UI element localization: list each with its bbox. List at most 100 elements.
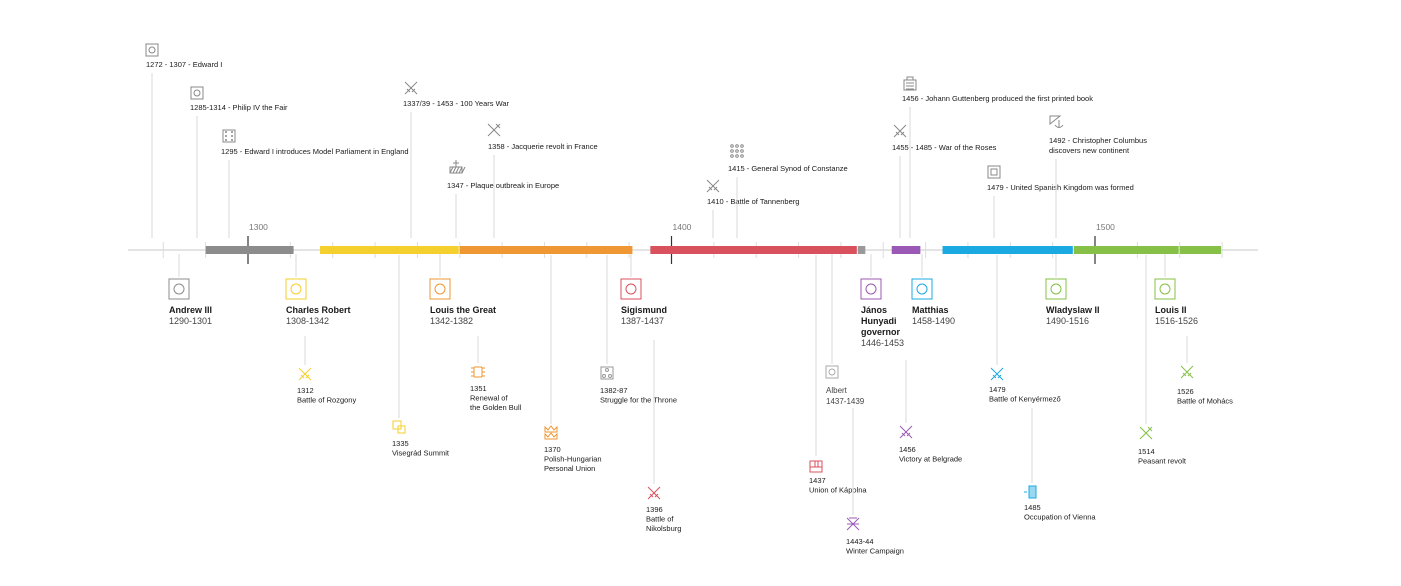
reign-name: Wladyslaw II xyxy=(1046,305,1100,315)
event-label: 1415 - General Synod of Constanze xyxy=(728,164,848,173)
crown-emblem-icon xyxy=(190,86,204,100)
reign-dates: 1308-1342 xyxy=(286,316,329,326)
crown-emblem-icon xyxy=(911,278,933,300)
reign-name: Sigismund xyxy=(621,305,667,315)
event-label: 1285-1314 - Philip IV the Fair xyxy=(190,103,288,112)
reign-name: Louis II xyxy=(1155,305,1187,315)
flag-icon xyxy=(1024,485,1037,499)
crossed-swords-icon xyxy=(647,486,661,500)
reign-bar xyxy=(459,246,633,254)
event-label: 1358 - Jacquerie revolt in France xyxy=(488,142,598,151)
world-event: 1285-1314 - Philip IV the Fair xyxy=(190,86,288,238)
event-label: 1456 - Johann Guttenberg produced the fi… xyxy=(902,94,1093,103)
world-event: 1337/39 - 1453 - 100 Years War xyxy=(403,81,510,238)
reign-dates: 1458-1490 xyxy=(912,316,955,326)
event-label: 1295 - Edward I introduces Model Parliam… xyxy=(221,147,409,156)
revolt-icon xyxy=(1139,426,1153,440)
world-event: 1479 - United Spanish Kingdom was formed xyxy=(987,165,1134,238)
world-event: 1272 - 1307 - Edward I xyxy=(145,43,222,238)
reign-dates: 1437-1439 xyxy=(826,397,865,406)
synod-icon xyxy=(730,144,744,158)
ship-icon xyxy=(1049,115,1064,128)
reign-bar xyxy=(857,246,866,254)
revolt-icon xyxy=(487,123,501,137)
event-label: 1410 - Battle of Tannenberg xyxy=(707,197,799,206)
century-tick-label: 1500 xyxy=(1096,222,1115,232)
reign-name: Albert xyxy=(826,386,848,395)
world-event: 1455 - 1485 - War of the Roses xyxy=(892,124,997,238)
event-label: 1337/39 - 1453 - 100 Years War xyxy=(403,99,510,108)
timeline-axis: 1300 1400 1500 xyxy=(128,222,1258,264)
world-event: 1347 - Plaque outbreak in Europe xyxy=(447,160,559,238)
reign-bar xyxy=(205,246,294,254)
world-event: 1456 - Johann Guttenberg produced the fi… xyxy=(902,76,1093,238)
crossed-swords-icon xyxy=(706,179,720,193)
crown-emblem-icon xyxy=(145,43,159,57)
reign-name: Matthias xyxy=(912,305,949,315)
reign-name: Charles Robert xyxy=(286,305,351,315)
reign-bar xyxy=(942,246,1073,254)
reign-dates: 1342-1382 xyxy=(430,316,473,326)
printing-press-icon xyxy=(903,76,917,91)
crossed-swords-icon xyxy=(899,425,913,439)
crown-emblem-icon xyxy=(168,278,190,300)
world-event: 1358 - Jacquerie revolt in France xyxy=(487,123,598,238)
event-label: 1479 - United Spanish Kingdom was formed xyxy=(987,183,1134,192)
event-label: 1272 - 1307 - Edward I xyxy=(146,60,222,69)
crossed-swords-icon xyxy=(893,124,907,138)
crossed-swords-icon xyxy=(990,367,1004,381)
summit-icon xyxy=(392,420,406,434)
century-tick-label: 1400 xyxy=(673,222,692,232)
crown-emblem-icon xyxy=(860,278,882,300)
grave-icon xyxy=(449,160,466,174)
reign-bar xyxy=(650,246,857,254)
century-tick-label: 1300 xyxy=(249,222,268,232)
world-event: 1295 - Edward I introduces Model Parliam… xyxy=(221,129,409,238)
parliament-icon xyxy=(222,129,236,143)
seal-icon xyxy=(987,165,1001,179)
crown-emblem-icon xyxy=(285,278,307,300)
crossed-swords-icon xyxy=(404,81,418,95)
world-event: 1415 - General Synod of Constanze xyxy=(728,144,848,238)
union-icon xyxy=(809,460,823,473)
crown-emblem-icon xyxy=(620,278,642,300)
crossed-swords-icon xyxy=(298,367,312,381)
campaign-icon xyxy=(846,517,860,531)
reign-name: Andrew III xyxy=(169,305,212,315)
reign-label: Albert 1437-1439 xyxy=(825,254,865,406)
crown-emblem-icon xyxy=(825,365,839,379)
reign-dates: 1290-1301 xyxy=(169,316,212,326)
crossed-swords-icon xyxy=(1180,365,1194,379)
crown-emblem-icon xyxy=(1154,278,1176,300)
world-events-group: 1272 - 1307 - Edward I 1285-1314 - Philip… xyxy=(145,43,1147,238)
union-crown-icon xyxy=(544,425,558,440)
golden-bull-icon xyxy=(471,366,485,378)
